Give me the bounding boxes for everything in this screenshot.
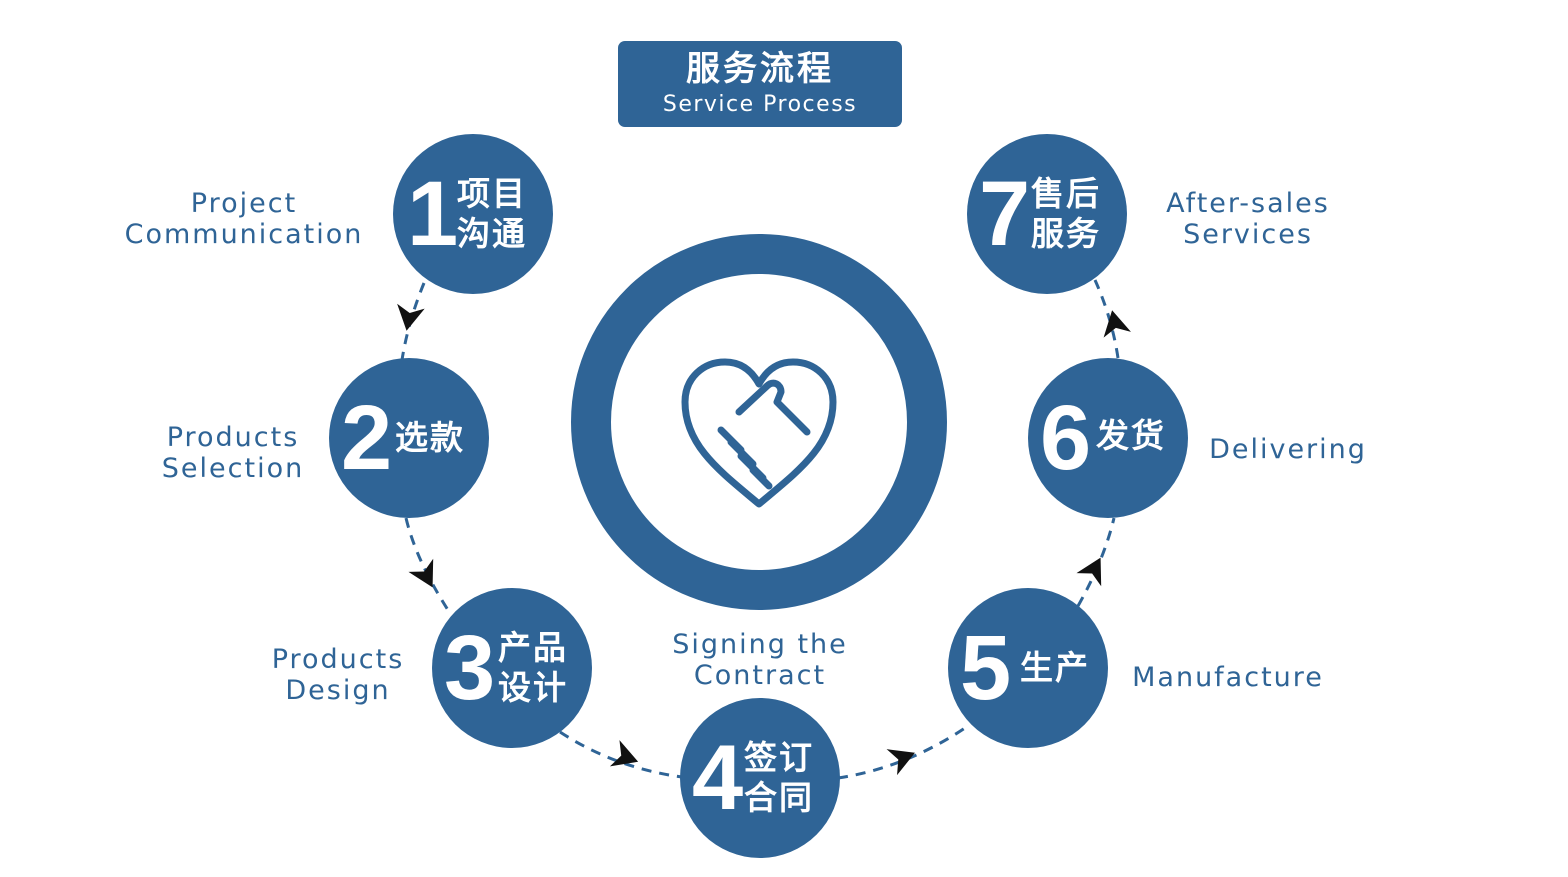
center-hub [571, 234, 947, 610]
step-1-label-line-2: Communication [124, 219, 364, 250]
step-7-circle: 7 售后 服务 [967, 134, 1127, 294]
title-banner: 服务流程 Service Process [618, 41, 902, 127]
step-2-number: 2 [341, 387, 392, 489]
step-4-label-line-2: Contract [693, 660, 827, 691]
step-7-chinese-line-1: 售后 [1031, 174, 1101, 213]
step-1-chinese-line-2: 沟通 [457, 214, 527, 253]
step-3-label: Products Design [256, 644, 420, 706]
step-4-chinese: 签订 合同 [744, 738, 814, 818]
step-4-chinese-line-1: 签订 [744, 738, 814, 777]
arrow-2-3 [408, 558, 434, 588]
arrow-6-7 [1103, 310, 1131, 338]
step-7-label: After-sales Services [1150, 188, 1346, 250]
step-7-chinese: 售后 服务 [1031, 174, 1101, 254]
step-2-chinese: 选款 [395, 418, 465, 458]
step-2-label-line-2: Selection [161, 453, 305, 484]
arrow-1-2 [397, 303, 425, 331]
step-2-label-line-1: Products [166, 422, 300, 453]
title-english: Service Process [662, 92, 858, 117]
step-7-number: 7 [979, 163, 1030, 265]
step-1-circle: 1 项目 沟通 [393, 134, 553, 294]
step-4-chinese-line-2: 合同 [744, 778, 814, 817]
step-4-number: 4 [692, 727, 743, 829]
step-1-chinese-line-1: 项目 [457, 174, 527, 213]
step-5-label-line-1: Manufacture [1132, 662, 1324, 693]
step-7-chinese-line-2: 服务 [1031, 214, 1101, 253]
step-7-label-line-2: Services [1183, 219, 1313, 250]
step-5-chinese-line-1: 生产 [1020, 648, 1090, 687]
step-6-label-line-1: Delivering [1209, 434, 1367, 465]
handshake-heart-icon [571, 234, 947, 610]
step-3-chinese: 产品 设计 [498, 628, 568, 708]
step-6-circle: 6 发货 [1028, 358, 1188, 518]
arrow-4-5 [886, 749, 915, 776]
title-chinese: 服务流程 [686, 49, 834, 89]
arrow-5-6 [1076, 557, 1102, 587]
arrow-3-4 [609, 740, 639, 767]
connector-2-3 [404, 517, 450, 611]
step-4-label-line-1: Signing the [672, 629, 848, 660]
step-3-label-line-1: Products [271, 644, 405, 675]
step-2-label: Products Selection [148, 422, 318, 484]
step-5-circle: 5 生产 [948, 588, 1108, 748]
step-3-label-line-2: Design [285, 675, 391, 706]
step-1-chinese: 项目 沟通 [457, 174, 527, 254]
step-3-number: 3 [444, 617, 495, 719]
step-1-label-line-1: Project [190, 188, 298, 219]
step-3-circle: 3 产品 设计 [432, 588, 592, 748]
step-6-chinese: 发货 [1096, 416, 1166, 456]
step-1-label: Project Communication [118, 188, 370, 250]
step-5-chinese: 生产 [1020, 648, 1090, 688]
step-6-number: 6 [1040, 387, 1091, 489]
step-5-label: Manufacture [1124, 662, 1332, 693]
step-2-chinese-line-1: 选款 [395, 418, 465, 457]
step-4-circle: 4 签订 合同 [680, 698, 840, 858]
step-6-label: Delivering [1200, 434, 1376, 465]
step-1-number: 1 [407, 163, 458, 265]
step-2-circle: 2 选款 [329, 358, 489, 518]
step-6-chinese-line-1: 发货 [1096, 416, 1166, 455]
step-7-label-line-1: After-sales [1166, 188, 1330, 219]
connector-6-7 [1093, 279, 1120, 359]
step-4-label: Signing the Contract [630, 629, 890, 691]
step-3-chinese-line-2: 设计 [498, 668, 568, 707]
step-3-chinese-line-1: 产品 [498, 628, 568, 667]
step-5-number: 5 [960, 617, 1011, 719]
